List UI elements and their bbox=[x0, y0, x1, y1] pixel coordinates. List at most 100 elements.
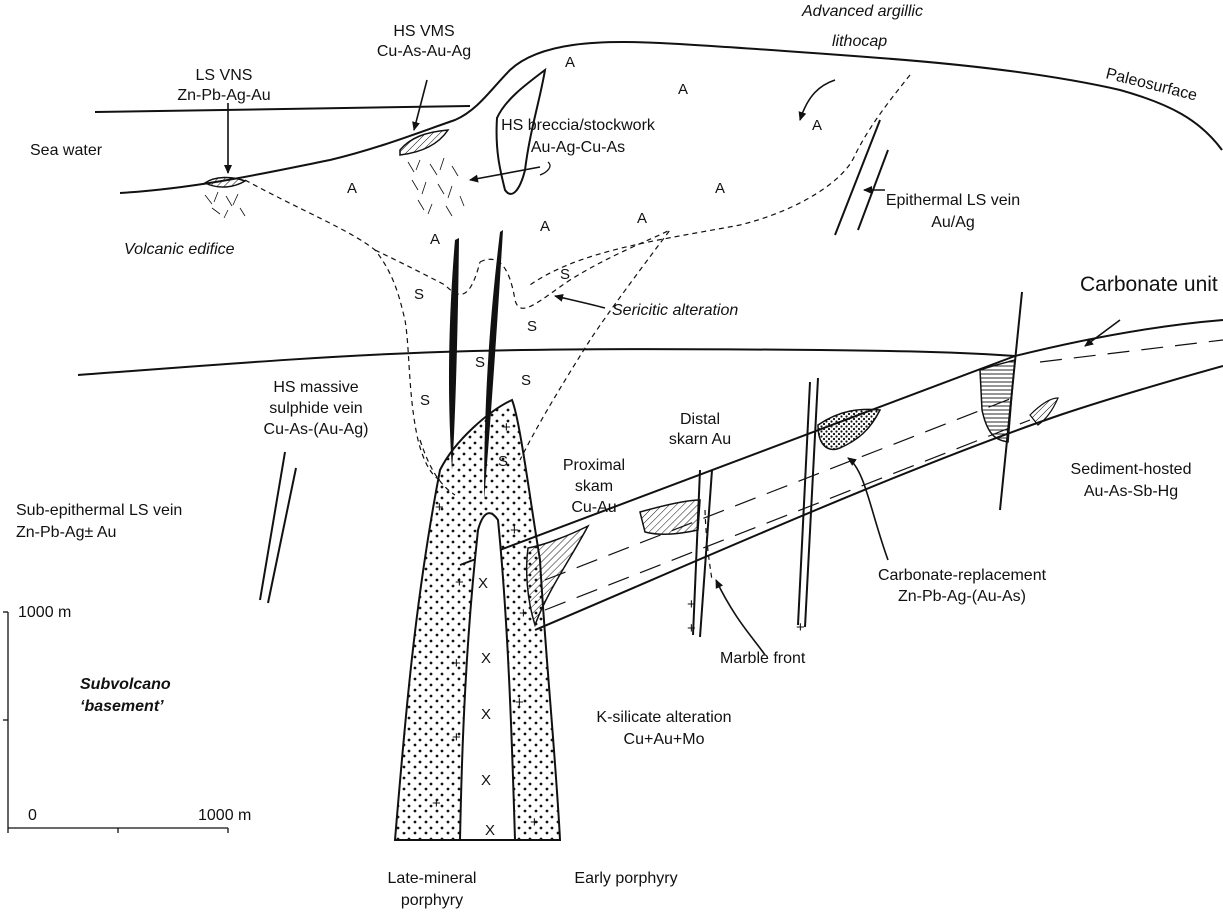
svg-text:+: + bbox=[452, 729, 461, 746]
arrow-carbonate-unit bbox=[1085, 320, 1120, 346]
distal-skarn-dyke-right bbox=[700, 470, 712, 637]
svg-text:+: + bbox=[687, 620, 696, 637]
ls-vns-lens bbox=[205, 177, 245, 187]
sub-epithermal-vein-2 bbox=[268, 468, 296, 603]
label-marble-front: Marble front bbox=[720, 650, 806, 667]
label-sediment-hosted-metals: Au-As-Sb-Hg bbox=[1084, 483, 1178, 500]
label-k-silicate-metals: Cu+Au+Mo bbox=[624, 731, 705, 748]
label-distal: Distal bbox=[680, 411, 720, 428]
svg-text:+: + bbox=[519, 605, 528, 622]
dyke-2 bbox=[798, 382, 810, 625]
label-ls-vns-metals: Zn-Pb-Ag-Au bbox=[177, 87, 270, 104]
scale-vertical-label: 1000 m bbox=[18, 604, 71, 621]
svg-text:A: A bbox=[430, 231, 440, 248]
svg-text:+: + bbox=[530, 814, 539, 831]
hs-vms-lens bbox=[400, 130, 448, 155]
sea-surface-line bbox=[95, 106, 470, 112]
svg-text:S: S bbox=[414, 286, 424, 303]
label-sub-epithermal: Sub-epithermal LS vein bbox=[16, 502, 182, 519]
label-volcanic-edifice: Volcanic edifice bbox=[124, 241, 235, 258]
label-proximal-metals: Cu-Au bbox=[571, 499, 616, 516]
arrow-sericitic bbox=[555, 296, 605, 308]
carbonate-unit-top-lower bbox=[460, 356, 1015, 565]
label-sulphide-vein-metals: Cu-As-(Au-Ag) bbox=[264, 421, 369, 438]
label-hs-breccia-metals: Au-Ag-Cu-As bbox=[531, 139, 625, 156]
svg-text:+: + bbox=[435, 499, 444, 516]
dyke-2b bbox=[805, 378, 818, 627]
paleosurface-line bbox=[120, 42, 1222, 193]
svg-text:S: S bbox=[475, 354, 485, 371]
svg-text:+: + bbox=[687, 596, 696, 613]
svg-text:A: A bbox=[678, 81, 688, 98]
carbonate-unit-top bbox=[1015, 320, 1223, 356]
svg-text:+: + bbox=[796, 619, 805, 636]
label-late-mineral: Late-mineral bbox=[388, 870, 477, 887]
carbonate-replacement-body bbox=[818, 409, 880, 449]
svg-text:X: X bbox=[485, 822, 495, 839]
epithermal-ls-vein-1 bbox=[835, 120, 880, 235]
svg-text:+: + bbox=[432, 795, 441, 812]
svg-text:A: A bbox=[565, 54, 575, 71]
svg-text:X: X bbox=[481, 650, 491, 667]
label-skarn-au: skarn Au bbox=[669, 431, 731, 448]
label-carbonate-replacement-metals: Zn-Pb-Ag-(Au-As) bbox=[898, 588, 1026, 605]
svg-text:S: S bbox=[420, 392, 430, 409]
label-sediment-hosted: Sediment-hosted bbox=[1071, 461, 1192, 478]
svg-text:X: X bbox=[481, 706, 491, 723]
svg-text:+: + bbox=[452, 655, 461, 672]
label-hs-vms-metals: Cu-As-Au-Ag bbox=[377, 43, 471, 60]
arrow-hs-vms bbox=[414, 80, 427, 130]
svg-text:+: + bbox=[502, 419, 511, 436]
label-sulphide-vein: sulphide vein bbox=[269, 400, 362, 417]
label-epithermal-ls-vein-metals: Au/Ag bbox=[931, 214, 975, 231]
arrow-marble-front bbox=[716, 580, 765, 655]
label-late-mineral-porphyry: porphyry bbox=[401, 892, 463, 909]
svg-text:A: A bbox=[637, 210, 647, 227]
svg-text:A: A bbox=[347, 180, 357, 197]
svg-text:A: A bbox=[715, 180, 725, 197]
label-advanced-argillic: Advanced argillic bbox=[801, 3, 923, 20]
label-paleosurface: Paleosurface bbox=[1104, 65, 1199, 104]
arrow-breccia bbox=[470, 167, 540, 180]
label-sea-water: Sea water bbox=[30, 142, 103, 159]
label-subvolcano: Subvolcano bbox=[80, 676, 171, 693]
svg-text:+: + bbox=[455, 574, 464, 591]
mid-horizon-line bbox=[78, 349, 1015, 375]
label-sub-epithermal-metals: Zn-Pb-Ag± Au bbox=[16, 524, 116, 541]
svg-text:S: S bbox=[527, 318, 537, 335]
label-lithocap: lithocap bbox=[832, 33, 887, 50]
sediment-hosted-body bbox=[980, 360, 1015, 442]
svg-text:A: A bbox=[812, 117, 822, 134]
svg-text:S: S bbox=[560, 266, 570, 283]
label-hs-massive: HS massive bbox=[273, 379, 358, 396]
scale-origin-label: 0 bbox=[28, 807, 37, 824]
label-k-silicate: K-silicate alteration bbox=[596, 709, 731, 726]
scale-horizontal-label: 1000 m bbox=[198, 807, 251, 824]
label-early-porphyry: Early porphyry bbox=[574, 870, 677, 887]
carbonate-unit-bedding bbox=[545, 395, 1020, 580]
massive-sulphide-vein-1 bbox=[449, 238, 459, 470]
label-hs-breccia-title: HS breccia/stockwork bbox=[501, 117, 656, 134]
label-proximal: Proximal bbox=[563, 457, 625, 474]
stockwork-texture-vms bbox=[408, 158, 464, 216]
sericitic-boundary bbox=[375, 250, 480, 294]
hook-arrow bbox=[540, 162, 550, 175]
label-skam: skam bbox=[575, 478, 613, 495]
svg-text:+: + bbox=[515, 694, 524, 711]
label-ls-vns-title: LS VNS bbox=[196, 67, 253, 84]
label-carbonate-replacement: Carbonate-replacement bbox=[878, 567, 1047, 584]
svg-text:X: X bbox=[481, 772, 491, 789]
label-carbonate-unit: Carbonate unit bbox=[1080, 273, 1218, 296]
label-hs-vms-title: HS VMS bbox=[393, 23, 454, 40]
svg-text:A: A bbox=[540, 218, 550, 235]
label-epithermal-ls-vein: Epithermal LS vein bbox=[886, 192, 1020, 209]
svg-text:S: S bbox=[521, 372, 531, 389]
arrow-lithocap bbox=[800, 80, 835, 120]
svg-text:S: S bbox=[498, 453, 508, 470]
distal-skarn-body bbox=[640, 500, 700, 534]
svg-text:X: X bbox=[478, 575, 488, 592]
stockwork-texture-vns bbox=[205, 192, 245, 218]
svg-text:+: + bbox=[510, 522, 519, 539]
arrow-carbonate-replacement bbox=[848, 458, 888, 560]
